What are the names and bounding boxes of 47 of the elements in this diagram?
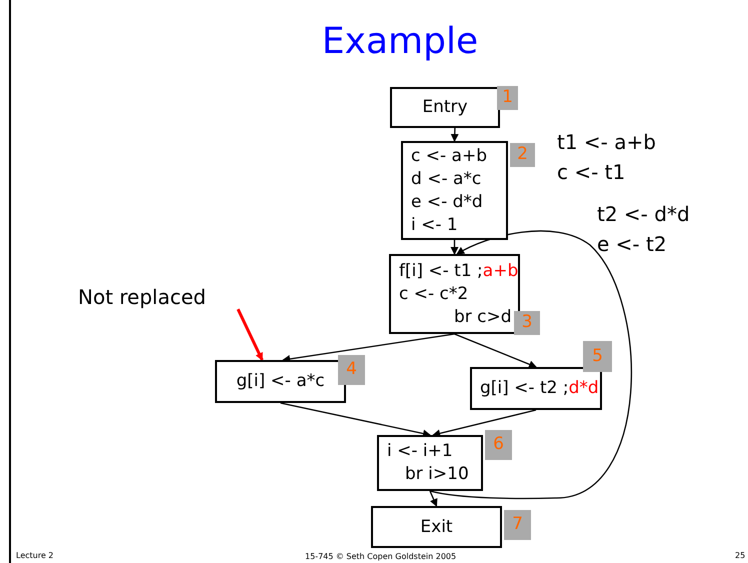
code-line: i <- i+1 xyxy=(387,441,453,461)
block-number-tag: 4 xyxy=(338,355,365,385)
code-annotation: d*d xyxy=(568,378,599,398)
code-line: e <- d*d xyxy=(411,192,483,212)
code-line: br c>d xyxy=(454,306,512,326)
code-line: t1 <- a+b xyxy=(557,130,656,154)
callout-text: Not replaced xyxy=(78,284,206,308)
page-number: 25 xyxy=(735,551,746,561)
basic-block-box xyxy=(389,254,520,334)
arrow xyxy=(280,402,431,438)
code-line: g[i] <- a*c xyxy=(236,371,325,391)
arrow xyxy=(429,490,438,507)
block-number-tag: 5 xyxy=(583,341,612,372)
code-line: Entry xyxy=(422,97,468,117)
code-line: d <- a*c xyxy=(411,168,482,188)
code-line: t2 <- d*d xyxy=(597,202,690,226)
arrow xyxy=(450,128,459,142)
arrow xyxy=(454,333,537,368)
basic-block-box xyxy=(470,367,602,410)
footer-text: Lecture 2 xyxy=(16,551,54,561)
code-annotation: a+b xyxy=(482,260,518,280)
basic-block-box xyxy=(215,360,346,403)
code-line: c <- t1 xyxy=(557,160,626,184)
basic-block-box xyxy=(377,435,483,491)
arrow xyxy=(282,333,455,363)
block-number-tag: 6 xyxy=(485,430,512,460)
code-line: br i>10 xyxy=(405,464,469,484)
block-number-tag: 1 xyxy=(497,86,518,110)
block-number-tag: 2 xyxy=(510,143,535,167)
code-line: g[i] <- t2 ; xyxy=(480,378,569,398)
code-line: e <- t2 xyxy=(597,232,667,256)
exit-box xyxy=(371,506,502,548)
code-line: Exit xyxy=(420,516,453,536)
block-number-tag: 7 xyxy=(504,510,531,540)
arrow xyxy=(432,409,536,438)
arrow xyxy=(430,230,632,500)
code-line: c <- a+b xyxy=(411,146,487,166)
code-line: i <- 1 xyxy=(411,214,458,234)
code-line: f[i] <- t1 ; xyxy=(399,260,483,280)
slide-title: Example xyxy=(320,20,480,64)
entry-box xyxy=(390,87,500,128)
basic-block-box xyxy=(401,141,508,240)
arrow xyxy=(450,240,458,255)
footer-text: 15-745 © Seth Copen Goldstein 2005 xyxy=(305,552,456,562)
leader-arrow xyxy=(236,308,264,361)
code-line: c <- c*2 xyxy=(399,284,468,304)
block-number-tag: 3 xyxy=(514,311,540,335)
